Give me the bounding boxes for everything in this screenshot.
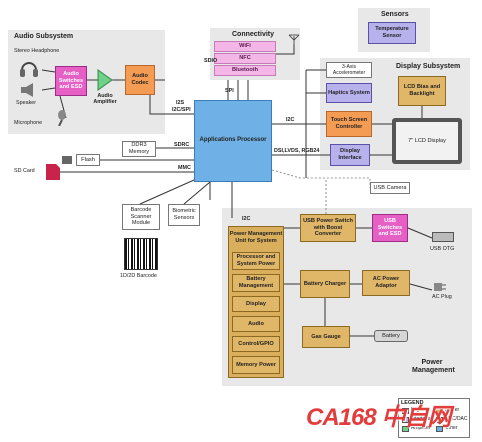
usb-otg-icon [432,232,454,242]
legend-swatch-other [436,426,443,432]
pmu-item-display: Display [232,296,280,312]
speaker-icon [20,83,40,97]
display-interface-box: Display Interface [330,144,370,166]
legend-title: LEGEND [401,400,424,406]
accelerometer-box: 3-Axis Accelerometer [326,62,372,78]
legend-label-adc-dac: ADC/DAC [445,416,468,422]
barcode-caption: 1D/2D Barcode [120,273,157,279]
legend-swatch-interface [402,417,409,423]
legend-swatch-power [436,408,443,414]
mmc-label: MMC [178,165,191,171]
stereo-headphone-label: Stereo Headphone [14,48,60,54]
connectivity-title: Connectivity [232,31,275,38]
microphone-icon [56,110,68,127]
audio-amplifier-label: Audio Amplifier [92,93,118,105]
barcode-icon [124,238,158,270]
pmu-item-memory-power: Memory Power [232,356,280,374]
lcd-display-frame: 7" LCD Display [392,118,462,164]
i2c-top-label: I2C [286,117,295,123]
gas-gauge-box: Gas Gauge [302,326,350,348]
pmu-item-processor-power: Processor and System Power [232,252,280,270]
bluetooth-box: Bluetooth [214,65,276,76]
usb-otg-label: USB OTG [430,246,455,252]
legend-label-interface: Interface [411,416,431,422]
dsi-label: DSI,LVDS, RGB24 [274,148,320,154]
amplifier-triangle [97,69,113,91]
audio-amplifier-text: Audio Amplifier [93,93,117,105]
ac-power-adaptor-box: AC Power Adaptor [362,270,410,296]
sd-card-label: SD Card [14,168,35,174]
flash-chip-icon [62,156,72,164]
i2c-bottom-label: I2C [242,216,251,222]
legend-label-amplifier: Amplifier [411,425,431,431]
lcd-bias-box: LCD Bias and Backlight [398,76,446,106]
pmu-item-control-gpio: Control/GPIO [232,336,280,352]
touch-controller-box: Touch Screen Controller [326,111,372,137]
legend-swatch-amplifier [402,426,409,432]
i2c-spi-label: I2C/SPI [172,107,191,113]
battery-charger-box: Battery Charger [300,270,350,298]
legend-swatch-adc-dac [436,417,443,423]
usb-switches-box: USB Switches and ESD [372,214,408,242]
sd-card-icon [46,164,60,180]
watermark-text: CA168 中自网 [306,404,451,431]
audio-codec-box: Audio Codec [125,65,155,95]
battery-icon: Battery [374,330,408,342]
barcode-scanner-box: Barcode Scanner Module [122,204,160,230]
legend-swatch-logic [402,408,409,414]
antenna-icon [288,34,300,44]
pmu-item-battery-management: Battery Management [232,274,280,292]
temperature-sensor-box: Temperature Sensor [368,22,416,44]
ddr3-memory-box: DDR3 Memory [122,141,156,157]
headphone-icon [18,58,40,78]
usb-camera-box: USB Camera [370,182,410,194]
biometric-sensors-box: Biometric Sensors [168,204,200,226]
pmu-title: Power Management Unit for System [229,231,283,244]
legend-panel [398,398,470,438]
haptics-box: Haptics System [326,83,372,103]
sdrc-label: SDRC [174,142,190,148]
i2s-label: I2S [176,100,185,106]
sdio-label: SDIO [204,58,218,64]
ac-plug-label: AC Plug [432,294,452,300]
microphone-label: Microphone [14,120,43,126]
applications-processor-box: Applications Processor [194,100,272,182]
flash-box: Flash [76,154,100,166]
legend-label-logic: Logic [411,407,423,413]
ca168-watermark-logo: CA168 中自网 [306,397,451,432]
lcd-display-screen: 7" LCD Display [396,122,458,160]
audio-switches-box: Audio Switches and ESD [55,66,87,96]
legend-label-other: Other [445,425,458,431]
power-management-title: Power Management [412,359,455,376]
pmu-item-audio: Audio [232,316,280,332]
ac-plug-icon [432,280,446,292]
legend-label-power: Power [445,407,460,413]
display-subsystem-title: Display Subsystem [396,63,461,70]
wifi-box: WiFi [214,41,276,52]
sensors-title: Sensors [381,11,409,18]
speaker-label: Speaker [16,100,37,106]
usb-power-switch-box: USB Power Switch with Boost Converter [300,214,356,242]
power-management-title-text: Power Management [412,359,455,375]
audio-subsystem-title: Audio Subsystem [14,33,74,40]
nfc-box: NFC [214,53,276,64]
spi-label: SPI [225,88,234,94]
